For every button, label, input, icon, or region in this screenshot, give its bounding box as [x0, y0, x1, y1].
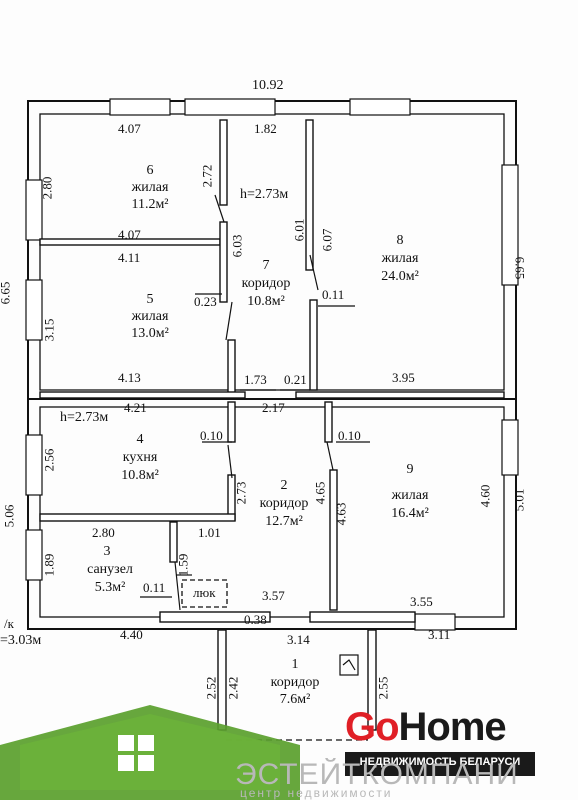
room-5-area: 13.0м² — [131, 326, 169, 341]
hatch-frame — [181, 579, 228, 608]
dim-bottom-left: 4.40 — [120, 627, 143, 642]
dim-porch-252: 2.52 — [203, 676, 219, 700]
dim-opening-021: 0.21 — [284, 372, 307, 387]
dim-overall-left: 6.65 — [0, 281, 13, 305]
room-9-type: жилая — [391, 488, 429, 503]
dim-room8-bottom: 3.95 — [392, 370, 415, 385]
dim-door-023: 0.23 — [194, 294, 217, 309]
room-7-area: 10.8м² — [247, 294, 285, 309]
company-subtitle: центр недвижимости — [240, 786, 393, 800]
room-4-number: 4 — [136, 432, 144, 447]
dim-wall-272: 2.72 — [199, 164, 215, 188]
dim-overall-width: 10.92 — [252, 78, 284, 93]
dim-door-010b: 0.10 — [338, 428, 361, 443]
dim-bottom-right: 3.11 — [428, 627, 451, 642]
dim-room5-bottom: 4.13 — [118, 370, 141, 385]
room-2-area: 12.7м² — [265, 514, 303, 529]
brand-go: Go — [345, 705, 400, 749]
brand-logo: GoHome — [345, 703, 507, 751]
dim-wall-607: 6.07 — [319, 228, 335, 252]
dim-corridor2-top: 2.17 — [262, 400, 285, 415]
dim-porch-width: 3.14 — [287, 632, 310, 647]
room-8-number: 8 — [396, 233, 404, 248]
dim-wall-038: 0.38 — [244, 612, 267, 627]
dim-wall-463: 4.63 — [333, 502, 349, 526]
room-2-number: 2 — [280, 478, 288, 493]
dim-wall-465: 4.65 — [312, 481, 328, 505]
room-6-area: 11.2м² — [131, 197, 169, 212]
room-3-number: 3 — [103, 544, 111, 559]
brand-tagline: НЕДВИЖИМОСТЬ БЕЛАРУСИ — [359, 756, 521, 768]
room-1-area: 7.6м² — [279, 692, 311, 707]
windows — [25, 98, 519, 631]
dim-room9-bottom: 3.55 — [410, 594, 433, 609]
dim-porch-255: 2.55 — [375, 676, 391, 700]
dim-wall-273: 2.73 — [233, 481, 249, 505]
room-1-type: коридор — [270, 675, 320, 690]
room-3-type: санузел — [87, 562, 133, 577]
dim-room6-bottom: 4.07 — [118, 227, 141, 242]
dim-bath-wall: 1.01 — [198, 525, 221, 540]
room-4-type: кухня — [122, 450, 158, 465]
porch-height: =3.03м — [0, 633, 42, 648]
room-1-number: 1 — [291, 657, 299, 672]
room-2-type: коридор — [259, 496, 309, 511]
dim-bath-height: 1.89 — [41, 553, 57, 577]
dim-wall-603: 6.03 — [229, 234, 245, 258]
dim-corridor-top: 1.82 — [254, 121, 277, 136]
dim-door-010a: 0.10 — [200, 428, 223, 443]
room-9-area: 16.4м² — [391, 506, 429, 521]
room-3-area: 5.3м² — [94, 580, 126, 595]
porch-height-prefix: /к — [4, 616, 14, 631]
ceiling-height-upper: h=2.73м — [240, 187, 289, 202]
dim-opening-173: 1.73 — [244, 372, 267, 387]
dim-room5-height: 3.15 — [41, 318, 57, 342]
dim-wall-159: 1.59 — [175, 553, 191, 577]
ceiling-height-lower: h=2.73м — [60, 410, 109, 425]
room-5-type: жилая — [131, 309, 169, 324]
room-5-number: 5 — [146, 292, 154, 307]
dim-right-lower: 5.01 — [511, 488, 527, 512]
dim-room5-top: 4.11 — [118, 250, 141, 265]
dim-room9-height: 4.60 — [477, 484, 493, 508]
room-8-area: 24.0м² — [381, 269, 419, 284]
logo-watermark — [0, 705, 535, 800]
dim-wall-601: 6.01 — [291, 218, 307, 242]
door-lines — [140, 194, 370, 611]
dim-bath-top: 2.80 — [92, 525, 115, 540]
dim-left-lower: 5.06 — [1, 504, 17, 528]
room-7-number: 7 — [262, 258, 270, 273]
room-7-type: коридор — [241, 276, 291, 291]
dim-corridor2-bottom: 3.57 — [262, 588, 285, 603]
brand-home: Home — [398, 705, 507, 749]
dim-door-011b: 0.11 — [143, 580, 166, 595]
room-6-number: 6 — [146, 163, 154, 178]
room-4-area: 10.8м² — [121, 468, 159, 483]
dim-door-011: 0.11 — [322, 287, 345, 302]
dim-room6-top: 4.07 — [118, 121, 141, 136]
company-watermark: ЭСТЕЙТКОМПАНИ — [235, 758, 519, 791]
room-8-type: жилая — [381, 251, 419, 266]
dim-room4-height: 2.56 — [41, 448, 57, 472]
room-6-type: жилая — [131, 180, 169, 195]
room-9-number: 9 — [406, 462, 414, 477]
interior-walls — [39, 119, 505, 731]
dim-room6-height: 2.80 — [39, 176, 55, 200]
hatch-label: люк — [193, 585, 216, 600]
dim-room4-top: 4.21 — [124, 400, 147, 415]
dim-porch-242: 2.42 — [225, 676, 241, 700]
dim-overall-right: 6.65 — [512, 256, 528, 280]
